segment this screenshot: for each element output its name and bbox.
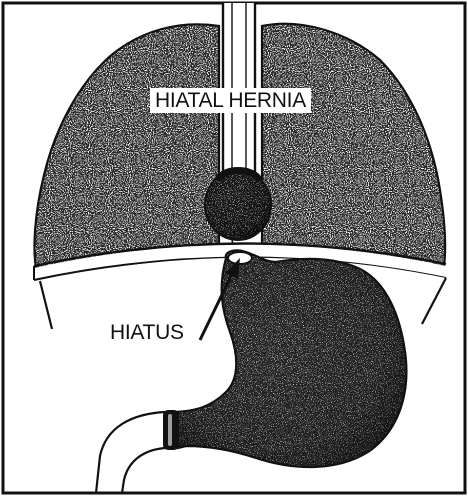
hiatus-label: HIATUS — [108, 320, 186, 345]
pyloric-sphincter — [163, 410, 179, 450]
hiatal-hernia-label: HIATAL HERNIA — [150, 88, 311, 113]
